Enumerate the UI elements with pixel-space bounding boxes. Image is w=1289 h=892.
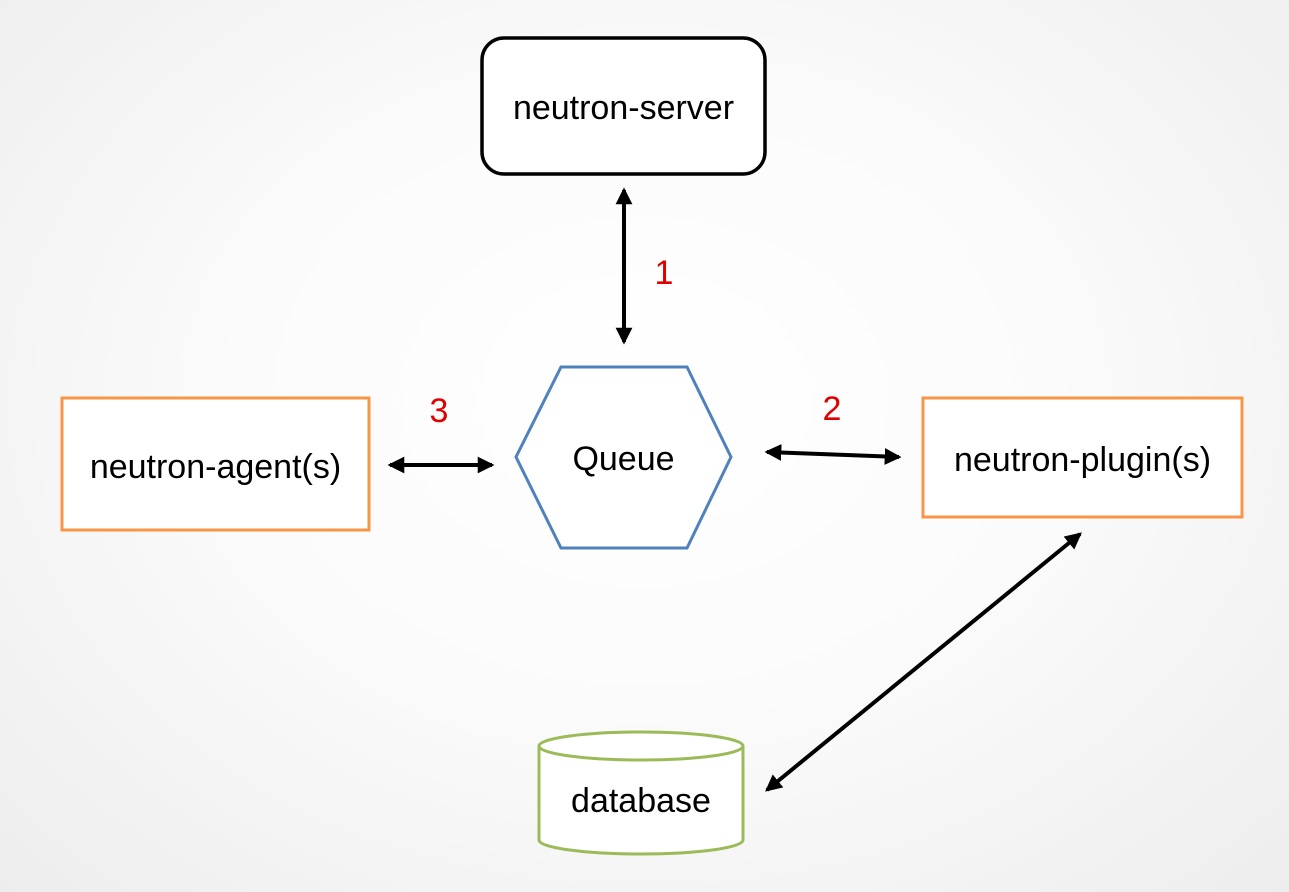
step-1-label: 1 [655,254,674,292]
queue-label: Queue [572,440,674,478]
neutron-server-node: neutron-server [480,36,767,176]
plugin-database-arrow [765,532,1082,792]
queue-plugin-arrow [764,444,902,465]
step-2-label: 2 [823,390,842,428]
neutron-plugin-node: neutron-plugin(s) [921,396,1244,519]
step-3-label: 3 [430,392,449,430]
neutron-agent-node: neutron-agent(s) [60,396,371,532]
neutron-agent-label: neutron-agent(s) [90,448,341,486]
database-cylinder-top [537,730,745,762]
database-node: database [537,730,745,856]
database-cylinder-body [537,746,745,856]
neutron-agent-box [60,396,371,532]
database-label: database [571,782,711,820]
neutron-plugin-box [921,396,1244,519]
neutron-server-label: neutron-server [513,89,734,127]
queue-hexagon [514,365,733,550]
queue-node: Queue [514,365,733,550]
neutron-plugin-label: neutron-plugin(s) [954,441,1211,479]
neutron-server-box [480,36,767,176]
